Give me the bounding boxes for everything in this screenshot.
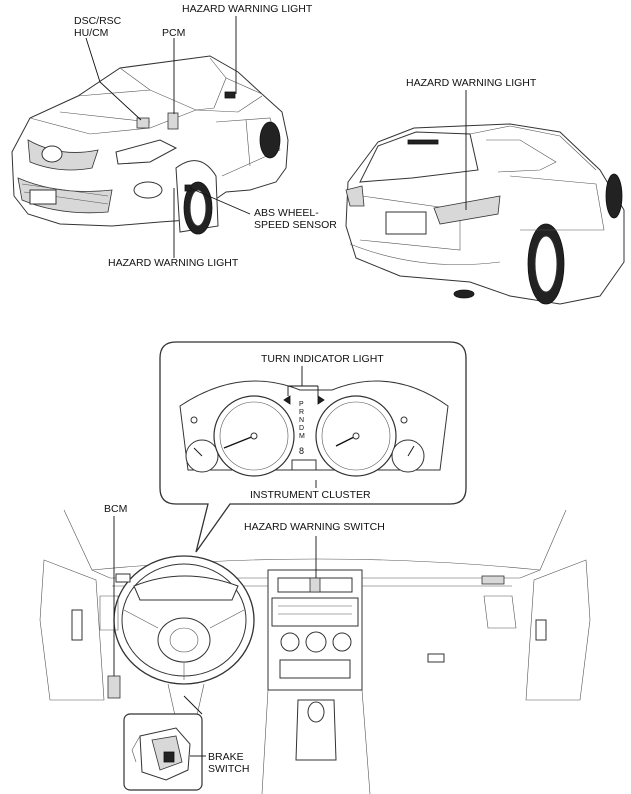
- label-dsc-rsc: DSC/RSC: [74, 15, 122, 27]
- gear-letter: P: [299, 401, 304, 408]
- turn-indicator-left-icon: [283, 395, 291, 405]
- dsc-rsc-module: [136, 117, 150, 129]
- rear-vehicle-illustration: [345, 123, 625, 305]
- gear-letter: N: [299, 417, 304, 424]
- hazard-warning-switch: [309, 577, 321, 593]
- turn-indicator-right-icon: [317, 395, 325, 405]
- label-pcm: PCM: [162, 27, 185, 39]
- pcm-module: [167, 112, 179, 130]
- label-brake-switch-2: SWITCH: [208, 763, 249, 775]
- side-mirror-lamp: [224, 91, 236, 99]
- label-hazard-warning-switch: HAZARD WARNING SWITCH: [244, 521, 385, 533]
- label-hazard-warning-light-top: HAZARD WARNING LIGHT: [182, 3, 313, 15]
- label-hazard-warning-light-rear: HAZARD WARNING LIGHT: [406, 77, 537, 89]
- label-instrument-cluster: INSTRUMENT CLUSTER: [250, 489, 371, 501]
- instrument-cluster-callout: P R N D M 8: [159, 341, 467, 553]
- label-abs-wheel-speed-sensor-1: ABS WHEEL-: [254, 207, 319, 219]
- front-vehicle-illustration: [11, 55, 289, 235]
- label-abs-wheel-speed-sensor-2: SPEED SENSOR: [254, 219, 337, 231]
- dashboard-illustration: [39, 509, 591, 794]
- label-brake-switch-1: BRAKE: [208, 751, 244, 763]
- label-hu-cm: HU/CM: [74, 27, 108, 39]
- gear-letter: D: [299, 425, 304, 432]
- gear-letter: M: [299, 433, 305, 440]
- gear-letter: R: [299, 409, 304, 416]
- gear-digit: 8: [299, 446, 304, 456]
- bcm-module: [107, 675, 121, 699]
- label-bcm: BCM: [104, 503, 127, 515]
- label-hazard-warning-light-front: HAZARD WARNING LIGHT: [108, 257, 239, 269]
- high-mount-stop-lamp: [407, 139, 439, 145]
- label-turn-indicator-light: TURN INDICATOR LIGHT: [261, 353, 384, 365]
- brake-switch-inset: [123, 695, 206, 791]
